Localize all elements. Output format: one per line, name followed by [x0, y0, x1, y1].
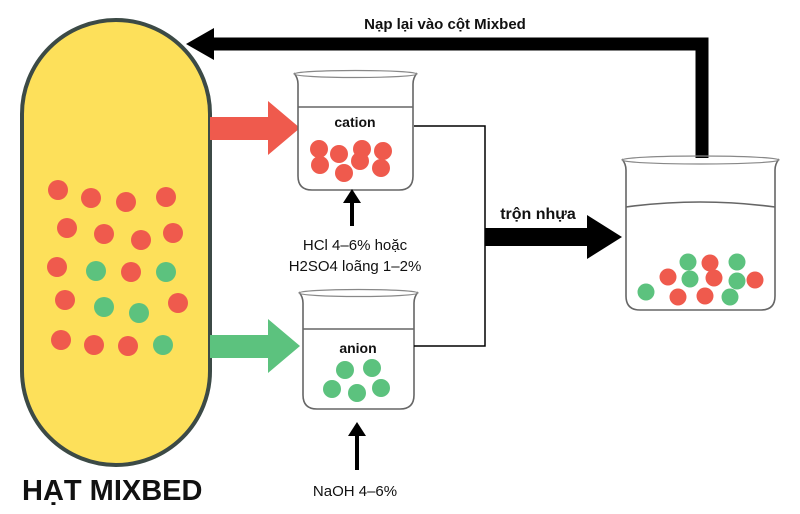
cation-bead — [374, 142, 392, 160]
anion-bead — [323, 380, 341, 398]
return-label: Nạp lại vào cột Mixbed — [364, 16, 526, 33]
anion-beads — [323, 359, 390, 402]
column-bead — [48, 180, 68, 200]
return-line — [205, 37, 709, 158]
column-bead — [51, 330, 71, 350]
column-bead — [129, 303, 149, 323]
cation-beads — [310, 140, 392, 182]
mix-arrow — [485, 215, 622, 259]
mixed-bead — [679, 253, 697, 271]
column-bead — [94, 297, 114, 317]
connector-bracket — [414, 125, 486, 347]
mixed-bead — [696, 287, 714, 305]
column-bead — [118, 336, 138, 356]
anion-beaker — [298, 288, 419, 410]
column-bead — [153, 335, 173, 355]
anion-arrow — [210, 319, 300, 373]
column-bead — [81, 188, 101, 208]
column-beads — [47, 180, 188, 356]
column-title: HẠT MIXBED — [22, 475, 202, 507]
cation-bead — [330, 145, 348, 163]
anion-bead — [336, 361, 354, 379]
mixed-bead — [728, 253, 746, 271]
mixed-bead — [705, 269, 723, 287]
mixed-beads — [637, 253, 764, 306]
mixed-bead — [746, 271, 764, 289]
acid-reagent-line2: H2SO4 loãng 1–2% — [289, 258, 422, 275]
cation-bead — [372, 159, 390, 177]
acid-reagent-line1: HCl 4–6% hoặc — [303, 237, 408, 254]
column-bead — [86, 261, 106, 281]
mixbed-column — [20, 18, 212, 467]
column-bead — [156, 187, 176, 207]
mixed-bead — [721, 288, 739, 306]
anion-bead — [372, 379, 390, 397]
column-bead — [131, 230, 151, 250]
cation-bead — [335, 164, 353, 182]
base-feed-arrow — [348, 422, 366, 470]
return-arrowhead — [186, 28, 214, 60]
cation-bead — [351, 152, 369, 170]
cation-bead — [311, 156, 329, 174]
mixed-bead — [659, 268, 677, 286]
anion-label: anion — [339, 340, 376, 356]
anion-bead — [363, 359, 381, 377]
mixed-bead — [701, 254, 719, 272]
column-bead — [57, 218, 77, 238]
cation-bead — [310, 140, 328, 158]
mixed-bead — [637, 283, 655, 301]
column-bead — [94, 224, 114, 244]
column-bead — [116, 192, 136, 212]
column-bead — [163, 223, 183, 243]
column-bead — [84, 335, 104, 355]
mix-label: trộn nhựa — [500, 206, 576, 223]
cation-arrow — [210, 101, 300, 155]
mixed-bead — [669, 288, 687, 306]
acid-feed-arrow — [343, 189, 361, 226]
column-bead — [55, 290, 75, 310]
anion-bead — [348, 384, 366, 402]
mixed-bead — [681, 270, 699, 288]
cation-beaker — [293, 69, 418, 191]
cation-label: cation — [334, 114, 375, 130]
column-bead — [156, 262, 176, 282]
column-bead — [121, 262, 141, 282]
base-reagent: NaOH 4–6% — [313, 483, 397, 500]
mixed-bead — [728, 272, 746, 290]
column-bead — [168, 293, 188, 313]
column-bead — [47, 257, 67, 277]
